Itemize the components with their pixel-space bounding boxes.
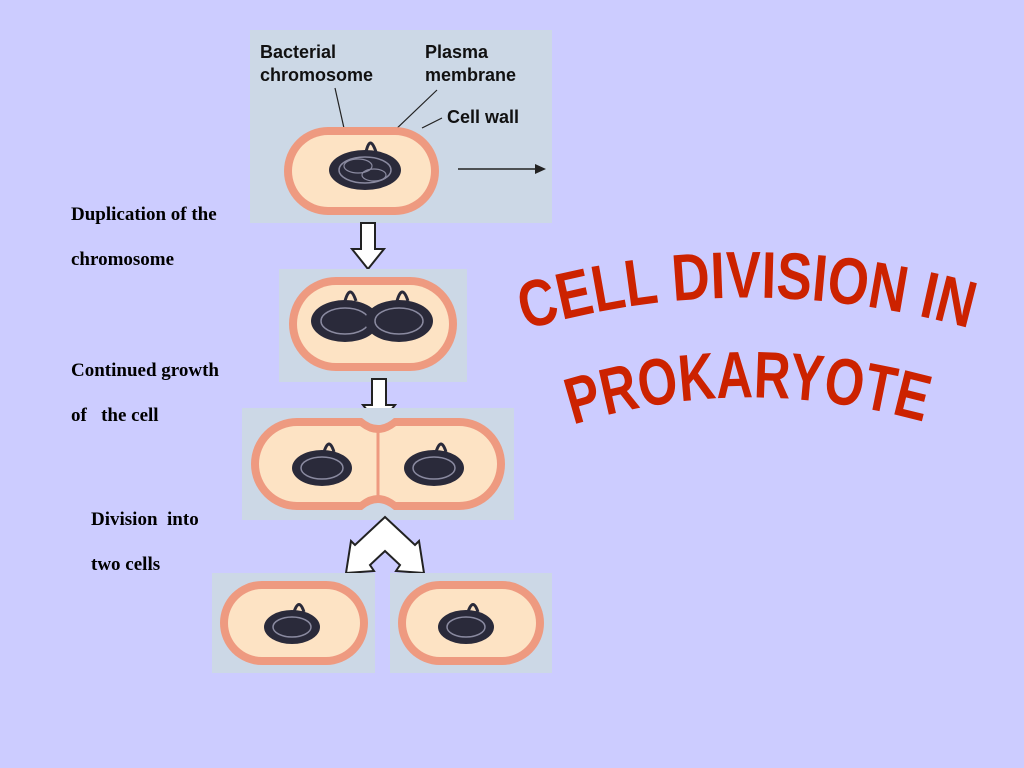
diagram-panel-growth	[242, 408, 514, 520]
stage-label-line: of the cell	[71, 405, 159, 426]
label-cell-wall: Cell wall	[447, 107, 519, 127]
title-line-2: PROKARYOTE	[556, 337, 938, 438]
chromosome-icon	[365, 290, 433, 342]
chromosome-icon	[292, 442, 352, 486]
diagram-panel-daughter-right	[390, 573, 552, 673]
chromosome-icon	[329, 141, 401, 190]
down-arrow-icon	[350, 222, 386, 271]
split-arrow-icon	[344, 515, 426, 575]
stage-label-line: two cells	[91, 554, 161, 575]
label-bacterial-line2: chromosome	[260, 65, 373, 85]
label-plasma-line2: membrane	[425, 65, 516, 85]
label-bacterial-line1: Bacterial	[260, 42, 336, 62]
leader-line-wall	[421, 117, 443, 129]
stage-label-line: chromosome	[71, 249, 175, 270]
stage-label-division: Division into two cells	[91, 497, 199, 587]
chromosome-icon	[264, 603, 320, 644]
stage-label-duplication: Duplication of the chromosome	[71, 192, 217, 282]
leader-line-membrane	[391, 89, 438, 134]
stage-label-line: Continued growth	[71, 360, 219, 381]
diagram-panel-daughter-left	[212, 573, 375, 673]
label-plasma-line1: Plasma	[425, 42, 489, 62]
title-line-1: CELL DIVISION IN	[509, 245, 984, 343]
stage-label-growth: Continued growth of the cell	[71, 348, 219, 438]
chromosome-icon	[404, 442, 464, 486]
growth-arrow-head-icon	[535, 164, 546, 174]
title-line-1-text: CELL DIVISION IN	[509, 245, 984, 343]
slide-title: CELL DIVISION IN PROKARYOTE	[509, 245, 984, 438]
diagram-panel-labeled-cell: Bacterial chromosome Plasma membrane Cel…	[250, 30, 552, 223]
chromosome-icon	[438, 603, 494, 644]
title-line-2-text: PROKARYOTE	[556, 337, 938, 438]
stage-label-line: Division into	[91, 509, 199, 530]
diagram-panel-duplication	[279, 269, 467, 382]
stage-label-line: Duplication of the	[71, 204, 217, 225]
